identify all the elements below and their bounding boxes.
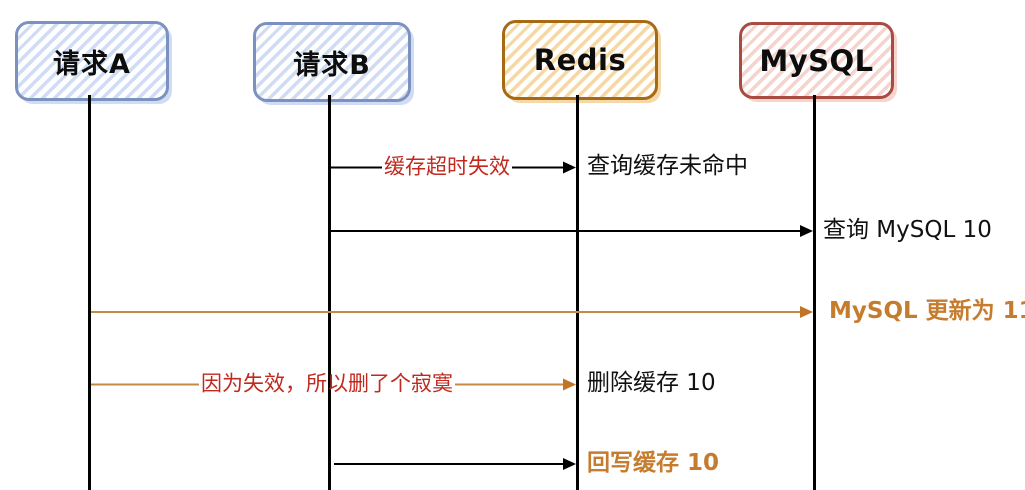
lifeline-request-a xyxy=(88,95,91,490)
message-arrow-cache-expired: 缓存超时失效 xyxy=(331,154,576,179)
actor-label-request-b: 请求B xyxy=(293,49,371,81)
arrow-line xyxy=(512,166,563,168)
actor-label-redis: Redis xyxy=(533,43,627,77)
arrow-line xyxy=(455,383,563,385)
note-delete-cache: 删除缓存 10 xyxy=(587,370,716,397)
arrowhead-icon xyxy=(563,378,576,390)
arrow-line xyxy=(331,230,800,232)
note-writeback-cache: 回写缓存 10 xyxy=(587,450,720,477)
message-label: 缓存超时失效 xyxy=(384,154,510,179)
lifeline-request-b xyxy=(328,95,331,490)
message-arrow-query-mysql xyxy=(331,225,813,237)
arrowhead-icon xyxy=(563,458,576,470)
arrow-line xyxy=(331,166,382,168)
message-label: 因为失效，所以删了个寂寞 xyxy=(201,371,453,396)
actor-box-mysql: MySQL xyxy=(739,22,894,99)
arrow-line xyxy=(334,463,563,465)
message-arrow-update-mysql xyxy=(91,306,813,318)
note-query-mysql: 查询 MySQL 10 xyxy=(823,217,992,244)
arrow-line xyxy=(91,383,199,385)
actor-box-redis: Redis xyxy=(502,20,658,100)
arrowhead-icon xyxy=(800,225,813,237)
message-arrow-delete-cache: 因为失效，所以删了个寂寞 xyxy=(91,371,576,396)
actor-box-request-a: 请求A xyxy=(15,21,169,101)
actor-label-request-a: 请求A xyxy=(53,48,131,80)
message-arrow-writeback-cache xyxy=(334,458,576,470)
note-cache-miss: 查询缓存未命中 xyxy=(587,153,748,180)
lifeline-redis xyxy=(576,95,579,490)
actor-box-request-b: 请求B xyxy=(253,22,411,102)
arrowhead-icon xyxy=(563,161,576,173)
lifeline-mysql xyxy=(813,95,816,490)
actor-label-mysql: MySQL xyxy=(759,43,874,78)
arrowhead-icon xyxy=(800,306,813,318)
arrow-line xyxy=(91,311,800,313)
note-update-mysql: MySQL 更新为 11 xyxy=(829,298,1025,325)
